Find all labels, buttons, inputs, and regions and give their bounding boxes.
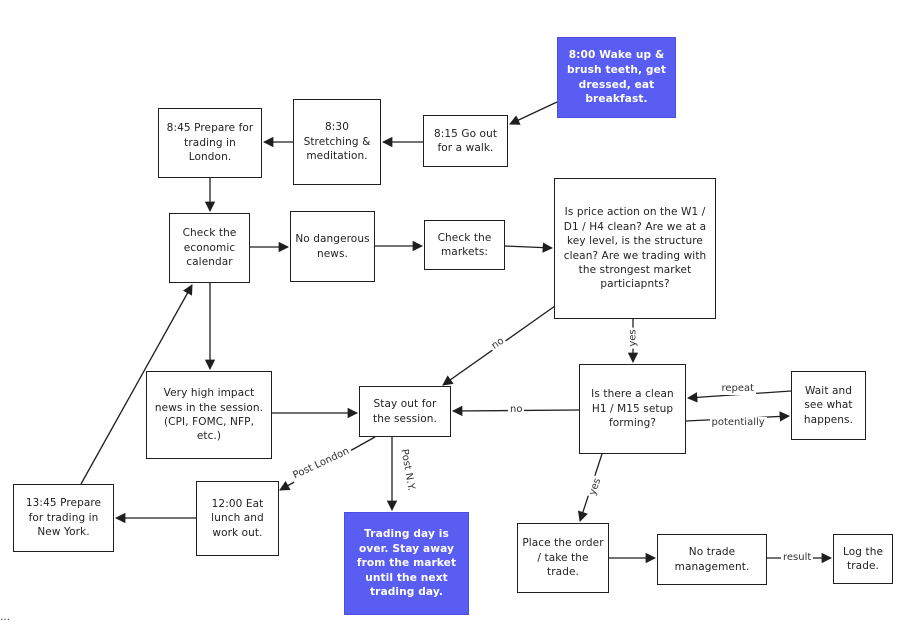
edge-label-setup-to-stay-out: no xyxy=(508,404,525,416)
cropped-text-fragment: … xyxy=(0,612,10,623)
node-setup: Is there a clean H1 / M15 setup forming? xyxy=(579,364,686,454)
edge-label-trade-mgmt-to-log: result xyxy=(781,552,814,564)
node-lunch: 12:00 Eat lunch and work out. xyxy=(196,481,279,556)
node-econ: Check the economic calendar xyxy=(169,213,250,283)
node-wake: 8:00 Wake up & brush teeth, get dressed,… xyxy=(557,37,676,118)
edge-label-price-action-to-setup: yes xyxy=(627,327,640,349)
node-high-impact: Very high impact news in the session. (C… xyxy=(146,371,272,459)
node-prep-ny: 13:45 Prepare for trading in New York. xyxy=(13,484,114,552)
node-log: Log the trade. xyxy=(833,534,893,584)
edge-label-setup-to-wait: potentially xyxy=(709,417,767,429)
edge-wake-to-walk xyxy=(509,101,558,125)
node-stretch: 8:30 Stretching & meditation. xyxy=(293,99,381,185)
node-prep-london: 8:45 Prepare for trading in London. xyxy=(158,108,262,178)
node-stay-out: Stay out for the session. xyxy=(359,386,451,437)
node-trade-mgmt: No trade management. xyxy=(657,534,767,585)
node-price-action: Is price action on the W1 / D1 / H4 clea… xyxy=(554,178,716,319)
node-no-news: No dangerous news. xyxy=(290,211,375,282)
node-wait: Wait and see what happens. xyxy=(791,371,866,440)
edge-markets-to-price-action xyxy=(504,242,554,253)
node-walk: 8:15 Go out for a walk. xyxy=(423,115,508,167)
node-place-order: Place the order / take the trade. xyxy=(517,523,609,593)
edge-label-wait-to-setup: repeat xyxy=(719,383,757,395)
node-day-over: Trading day is over. Stay away from the … xyxy=(344,512,469,615)
edge-prep-ny-to-econ xyxy=(80,284,193,485)
node-markets: Check the markets: xyxy=(424,220,505,270)
